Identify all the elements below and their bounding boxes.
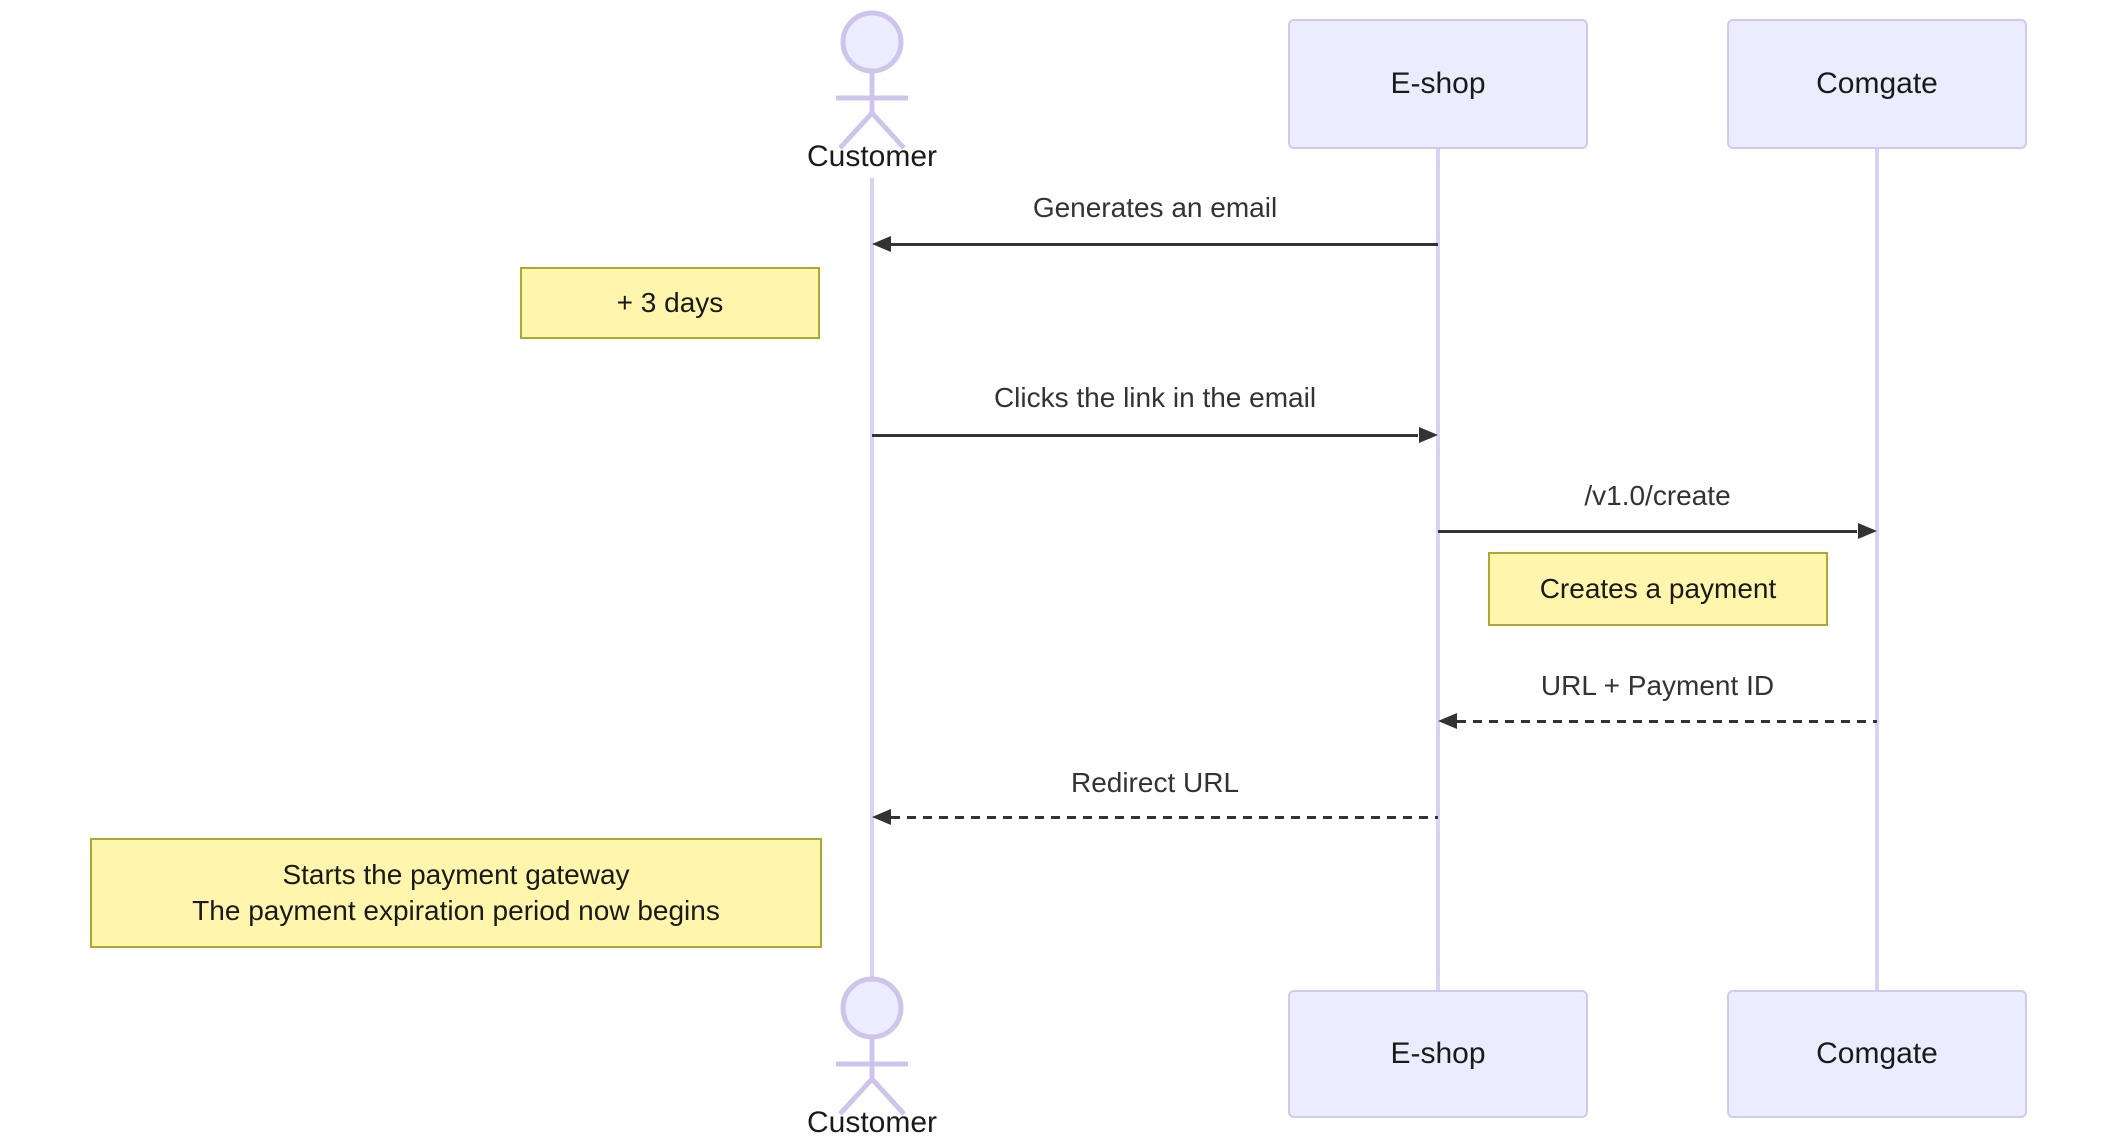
message-label-generates-email: Generates an email xyxy=(1032,192,1278,223)
message-line-redirect-url xyxy=(891,816,1438,819)
actor-icon xyxy=(836,976,908,1116)
arrowhead-left-icon xyxy=(872,236,891,252)
note-payment-gateway-line-1: Starts the payment gateway xyxy=(282,859,630,890)
lifeline-customer xyxy=(870,178,874,978)
message-line-url-payment-id xyxy=(1457,720,1877,723)
participant-label-comgate-bottom: Comgate xyxy=(1816,1037,1938,1070)
participant-box-eshop-top: E-shop xyxy=(1288,19,1588,149)
arrowhead-right-icon xyxy=(1419,427,1438,443)
participant-box-comgate-bottom: Comgate xyxy=(1727,990,2027,1118)
actor-icon xyxy=(836,10,908,150)
note-payment-gateway-line-2: The payment expiration period now begins xyxy=(192,895,720,926)
participant-label-comgate-top: Comgate xyxy=(1816,67,1938,100)
message-line-v1-create xyxy=(1438,530,1857,533)
message-line-generates-email xyxy=(890,243,1438,246)
participant-box-comgate-top: Comgate xyxy=(1727,19,2027,149)
arrowhead-left-icon xyxy=(872,809,891,825)
note-creates-payment: Creates a payment xyxy=(1488,552,1828,626)
actor-label-customer-bottom: Customer xyxy=(806,1106,938,1138)
actor-label-customer-top: Customer xyxy=(806,140,938,173)
participant-label-eshop-bottom: E-shop xyxy=(1390,1037,1486,1070)
arrowhead-right-icon xyxy=(1858,523,1877,539)
note-3-days: + 3 days xyxy=(520,267,820,339)
lifeline-eshop xyxy=(1436,149,1440,990)
message-label-v1-create: /v1.0/create xyxy=(1584,480,1731,511)
note-payment-gateway: Starts the payment gateway The payment e… xyxy=(90,838,822,948)
note-3-days-text: + 3 days xyxy=(616,287,724,318)
participant-box-eshop-bottom: E-shop xyxy=(1288,990,1588,1118)
message-line-clicks-link xyxy=(872,434,1418,437)
participant-label-eshop-top: E-shop xyxy=(1390,67,1486,100)
message-label-redirect-url: Redirect URL xyxy=(1070,767,1240,798)
lifeline-comgate xyxy=(1875,149,1879,990)
message-label-clicks-link: Clicks the link in the email xyxy=(993,382,1317,413)
message-label-url-payment-id: URL + Payment ID xyxy=(1540,670,1775,701)
arrowhead-left-icon xyxy=(1438,713,1457,729)
note-creates-payment-text: Creates a payment xyxy=(1539,573,1777,604)
